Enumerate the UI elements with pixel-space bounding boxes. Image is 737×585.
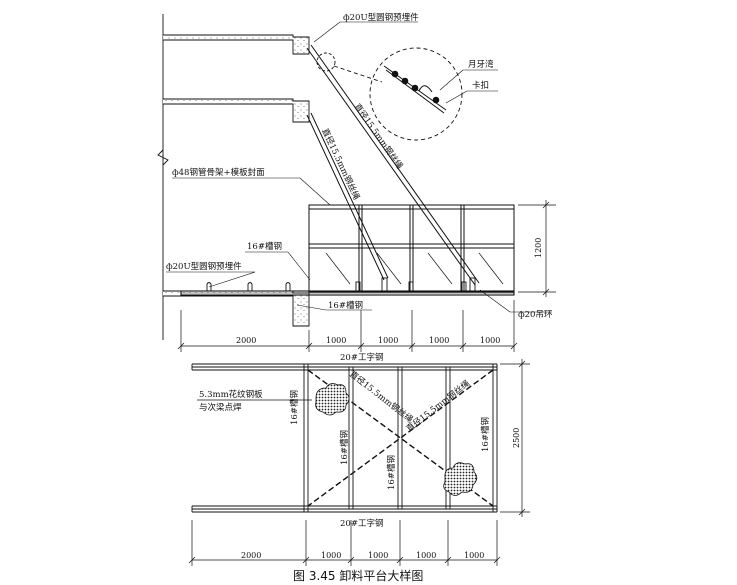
label-channel-16-lower: 16#槽钢 [328,300,363,311]
rail-braces [325,252,504,285]
elev-span-2: 1000 [378,336,398,345]
plan-span-2: 1000 [368,551,388,560]
elevation-leaders [166,21,552,313]
label-u-embed-top: ф20U型圆钢预埋件 [343,12,419,23]
floor-slab-middle [163,98,310,123]
label-u-embed-bottom: ф20U型圆钢预埋件 [166,261,242,272]
wire-ropes [306,44,480,286]
label-wire-rope-2: 直径15.5mm钢丝绳 [319,127,362,202]
label-moon-hook: 月牙湾 [468,59,494,70]
label-plan-rope-1: 直径15.5mm钢丝绳 [347,369,415,426]
label-i-beam-top: 20#工字钢 [340,352,383,363]
elev-span-4: 1000 [480,336,500,345]
detail-callout-large-circle [369,47,463,141]
plan-width-dim: 2500 [512,428,521,448]
u-embed-bars [206,282,291,291]
label-checker-plate-1: 5.3mm花纹钢板 [199,389,263,400]
plan-span-3: 1000 [416,551,436,560]
label-guard-rail: ф48钢管骨架+模板封面 [172,167,265,178]
label-plan-channel-3: 16#槽钢 [386,455,397,490]
figure-caption: 图 3.45 卸料平台大样图 [293,568,423,583]
elev-height-dim: 1200 [534,238,543,258]
label-checker-plate-2: 与次梁点焊 [199,402,242,413]
plan-span-4: 1000 [464,551,484,560]
plan-dimensions [188,359,530,566]
elevation-height-dimension [518,200,556,297]
label-plan-rope-2: 直径15.5mm钢丝绳 [404,378,472,435]
label-channel-16-upper: 16#槽钢 [247,241,282,252]
floor-slab-lower [163,290,310,327]
detail-rope-clamps [383,65,447,114]
plan-labels: 20#工字钢 20#工字钢 5.3mm花纹钢板 与次梁点焊 16#槽钢 16#槽… [199,352,521,560]
plan-frame [303,364,498,512]
label-plan-channel-1: 16#槽钢 [289,390,300,425]
label-wire-rope-1: 直径15.5mm钢丝绳 [352,101,406,171]
elev-span-1: 1000 [326,336,346,345]
plan-span-1: 1000 [321,551,341,560]
floor-slab-upper [163,34,310,55]
detail-callout-small-circle [316,52,336,72]
checker-plate-sample-2 [443,462,478,496]
label-i-beam-bottom: 20#工字钢 [340,518,383,529]
checker-plate-sample-1 [315,383,350,416]
platform-brackets [355,277,476,292]
elevation-view [157,14,556,352]
elev-span-0: 2000 [236,336,256,345]
label-plan-channel-2: 16#槽钢 [339,430,350,465]
guard-rail-frame [308,204,515,293]
plan-i-beam-top [191,363,498,371]
label-plan-channel-4: 16#槽钢 [480,417,491,452]
plan-i-beam-bottom [191,505,498,513]
label-clamp: 卡扣 [472,80,489,91]
elev-span-3: 1000 [429,336,449,345]
wall-break-mark [157,149,169,166]
label-lifting-ring: ф20吊环 [518,310,553,320]
plan-span-0: 2000 [241,551,261,560]
elevation-span-dimensions [177,300,518,352]
